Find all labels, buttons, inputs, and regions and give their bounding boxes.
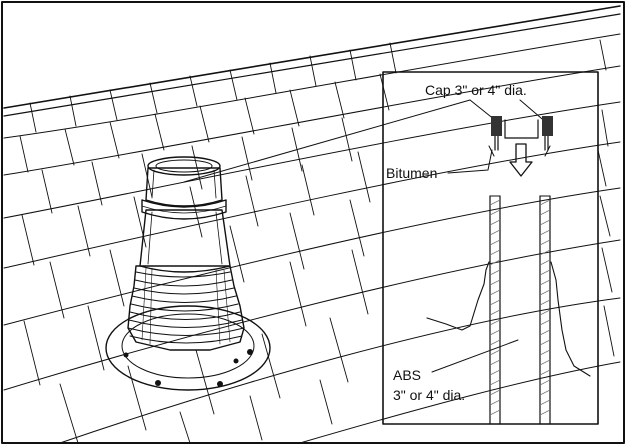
abs-pipe-section	[426, 195, 591, 425]
bitumen-leader	[447, 149, 493, 174]
pipe-wall-hatch	[489, 199, 551, 416]
bitumen-label: Bitumen	[386, 165, 437, 181]
cap-wall-right	[542, 116, 553, 136]
abs-label-line1: ABS	[393, 367, 421, 383]
detail-inset: Cap 3" or 4" dia. Bitumen	[382, 71, 599, 425]
sleeve-shading	[147, 211, 223, 265]
shingle-course-7	[59, 297, 621, 444]
shingle-course-1	[3, 33, 621, 139]
roof-torn-edge-right	[550, 261, 591, 377]
bellows-body	[127, 265, 245, 351]
insert-arrow-icon	[509, 143, 533, 177]
mounting-hole	[217, 381, 223, 387]
roof-shingles	[3, 5, 621, 444]
leader-line-cap	[183, 99, 471, 183]
cap-shading	[151, 169, 217, 199]
shingle-course-6	[3, 239, 621, 391]
collar-line	[141, 205, 227, 214]
flashing-base-inner	[121, 313, 255, 379]
abs-leader	[431, 339, 519, 373]
mounting-hole	[123, 352, 129, 358]
roof-ridge-line	[3, 5, 621, 109]
vent-cap-opening	[155, 159, 213, 173]
abs-label-line2: 3" or 4" dia.	[393, 387, 465, 403]
bellows-shading	[141, 267, 231, 345]
vent-cap-top	[147, 156, 221, 176]
vent-assembly	[105, 156, 271, 391]
mounting-hole	[233, 358, 239, 364]
shingle-course-2	[3, 65, 621, 176]
cap-label: Cap 3" or 4" dia.	[425, 82, 527, 98]
vent-cap-body	[145, 167, 223, 207]
cap-plate	[504, 119, 539, 139]
shingle-course-3	[3, 101, 621, 219]
cap-wall-left	[491, 116, 502, 136]
vent-collar	[141, 199, 227, 220]
flashing-base	[105, 305, 271, 391]
mounting-hole	[247, 349, 253, 355]
shingle-course-8	[299, 361, 621, 444]
mounting-hole	[155, 380, 161, 386]
cap-section	[488, 116, 553, 157]
vent-sleeve	[139, 209, 231, 273]
roof-torn-edge-left	[426, 261, 490, 331]
